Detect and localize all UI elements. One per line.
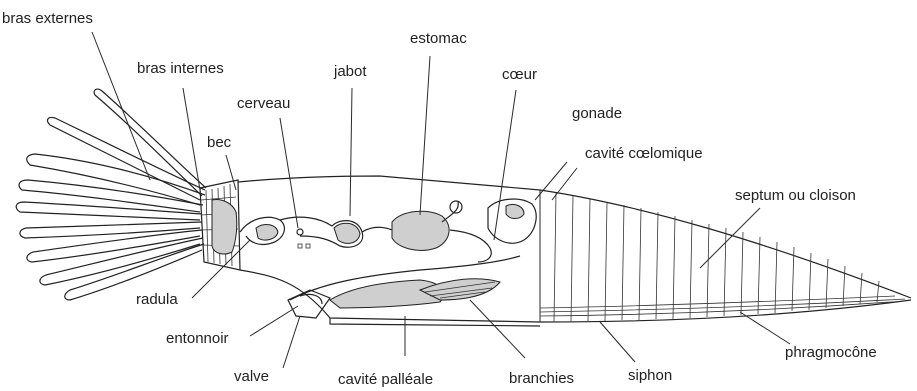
label-valve: valve — [234, 368, 269, 385]
label-jabot: jabot — [333, 63, 367, 80]
label-cavite-palleale: cavité palléale — [338, 371, 433, 388]
label-septum: septum ou cloison — [735, 187, 856, 204]
internal-organs — [240, 199, 895, 318]
label-entonnoir: entonnoir — [166, 330, 229, 347]
label-phragmocone: phragmocône — [785, 344, 877, 361]
label-coeur: cœur — [502, 66, 537, 83]
label-radula: radula — [136, 291, 178, 308]
label-bras-internes: bras internes — [137, 60, 224, 77]
label-bec: bec — [207, 134, 232, 151]
label-estomac: estomac — [410, 30, 467, 47]
leader-lines — [92, 32, 790, 368]
labels: bras externes bras internes cerveau jabo… — [2, 10, 877, 388]
label-cerveau: cerveau — [237, 95, 290, 112]
label-bras-externes: bras externes — [2, 10, 93, 27]
label-siphon: siphon — [628, 367, 672, 384]
label-gonade: gonade — [572, 105, 622, 122]
outer-arms — [16, 89, 206, 300]
label-cavite-coelomique: cavité cœlomique — [585, 145, 703, 162]
label-branchies: branchies — [509, 370, 574, 387]
